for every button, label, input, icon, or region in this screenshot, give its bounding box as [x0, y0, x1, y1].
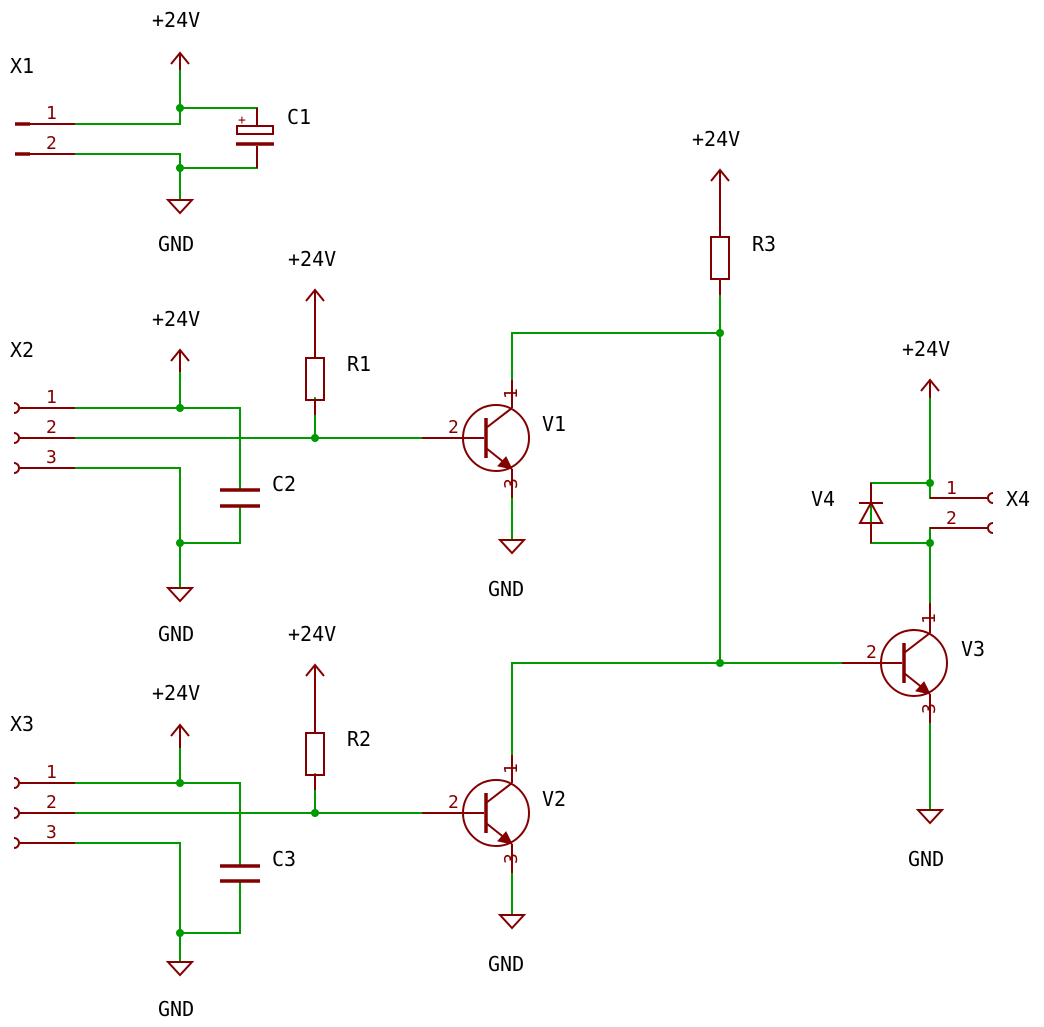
wires	[74, 69, 988, 963]
capacitor-c3-label: C3	[272, 847, 296, 871]
ground-1-label: GND	[158, 232, 194, 256]
resistor-r3-label: R3	[752, 232, 776, 256]
connector-x1-pin-1: 1	[46, 103, 57, 124]
connector-x3-pin-1: 1	[46, 762, 57, 783]
transistor-v2: 2 1 3 V2	[422, 755, 566, 873]
connector-x4: X4 1 2	[930, 478, 1030, 534]
ground-4-label: GND	[488, 577, 524, 601]
connector-x2-pin-2: 2	[46, 417, 57, 438]
transistor-v1-pin-3: 3	[501, 478, 522, 489]
ground-5: GND	[488, 914, 527, 976]
transistor-v2-pin-3: 3	[501, 853, 522, 864]
connector-x1-label: X1	[10, 54, 34, 78]
connector-x2-label: X2	[10, 338, 34, 362]
connector-x2-pin-1: 1	[46, 387, 57, 408]
capacitor-c2-label: C2	[272, 472, 296, 496]
connector-x1-pin-2: 2	[46, 133, 57, 154]
power-24v-7-label: +24V	[902, 337, 950, 361]
connector-x3-pin-2: 2	[46, 792, 57, 813]
power-24v-2: +24V	[288, 247, 336, 342]
power-24v-4-label: +24V	[288, 622, 336, 646]
transistor-v2-pin-2: 2	[448, 792, 459, 813]
connector-x4-pin-2: 2	[946, 508, 957, 529]
transistor-v1-pin-2: 2	[448, 417, 459, 438]
connector-x3-label: X3	[10, 712, 34, 736]
connector-x4-label: X4	[1006, 487, 1030, 511]
connector-x1: X1 1 2	[10, 54, 75, 156]
ground-1: GND	[158, 199, 195, 256]
transistor-v3-label: V3	[961, 637, 985, 661]
connector-x4-pin-1: 1	[946, 478, 957, 499]
diode-v4-label: V4	[811, 487, 835, 511]
resistor-r2-label: R2	[347, 727, 371, 751]
capacitor-c1-plus: +	[238, 113, 246, 128]
transistor-v1-label: V1	[542, 412, 566, 436]
power-24v-6-label: +24V	[692, 127, 740, 151]
power-24v-7: +24V	[902, 337, 950, 398]
transistor-v1-pin-1: 1	[501, 388, 522, 399]
resistor-r3: R3	[710, 222, 776, 295]
transistor-v1: 2 1 3 V1	[422, 380, 566, 498]
resistor-r1: R1	[305, 342, 371, 415]
power-24v-4: +24V	[288, 622, 336, 717]
transistor-v3-pin-2: 2	[866, 642, 877, 663]
ground-4: GND	[488, 539, 527, 601]
resistor-r1-label: R1	[347, 352, 371, 376]
power-24v-1: +24V	[152, 8, 200, 70]
transistor-v3-pin-3: 3	[919, 703, 940, 714]
ground-6: GND	[908, 809, 945, 871]
transistor-v3: 2 1 3 V3	[842, 603, 985, 723]
capacitor-c1-label: C1	[287, 105, 311, 129]
resistor-r2: R2	[305, 717, 371, 790]
power-24v-3-label: +24V	[152, 307, 200, 331]
power-24v-5-label: +24V	[152, 681, 200, 705]
transistor-v3-pin-1: 1	[919, 613, 940, 624]
power-24v-3: +24V	[152, 307, 200, 372]
transistor-v2-label: V2	[542, 787, 566, 811]
capacitor-c3: C3	[220, 847, 296, 883]
power-24v-1-label: +24V	[152, 8, 200, 32]
diode-v4: V4	[811, 483, 884, 543]
connector-x2: X2 1 2 3	[10, 338, 75, 474]
ground-2: GND	[158, 587, 195, 646]
ground-3: GND	[158, 961, 195, 1021]
ground-2-label: GND	[158, 622, 194, 646]
power-24v-6: +24V	[692, 127, 740, 222]
capacitor-c2: C2	[220, 472, 296, 508]
power-24v-2-label: +24V	[288, 247, 336, 271]
ground-5-label: GND	[488, 952, 524, 976]
ground-3-label: GND	[158, 997, 194, 1021]
ground-6-label: GND	[908, 847, 944, 871]
transistor-v2-pin-1: 1	[501, 763, 522, 774]
connector-x3: X3 1 2 3	[10, 712, 75, 849]
power-24v-5: +24V	[152, 681, 200, 748]
connector-x3-pin-3: 3	[46, 822, 57, 843]
capacitor-c1: + C1	[236, 105, 311, 168]
connector-x2-pin-3: 3	[46, 447, 57, 468]
junctions	[176, 104, 934, 937]
